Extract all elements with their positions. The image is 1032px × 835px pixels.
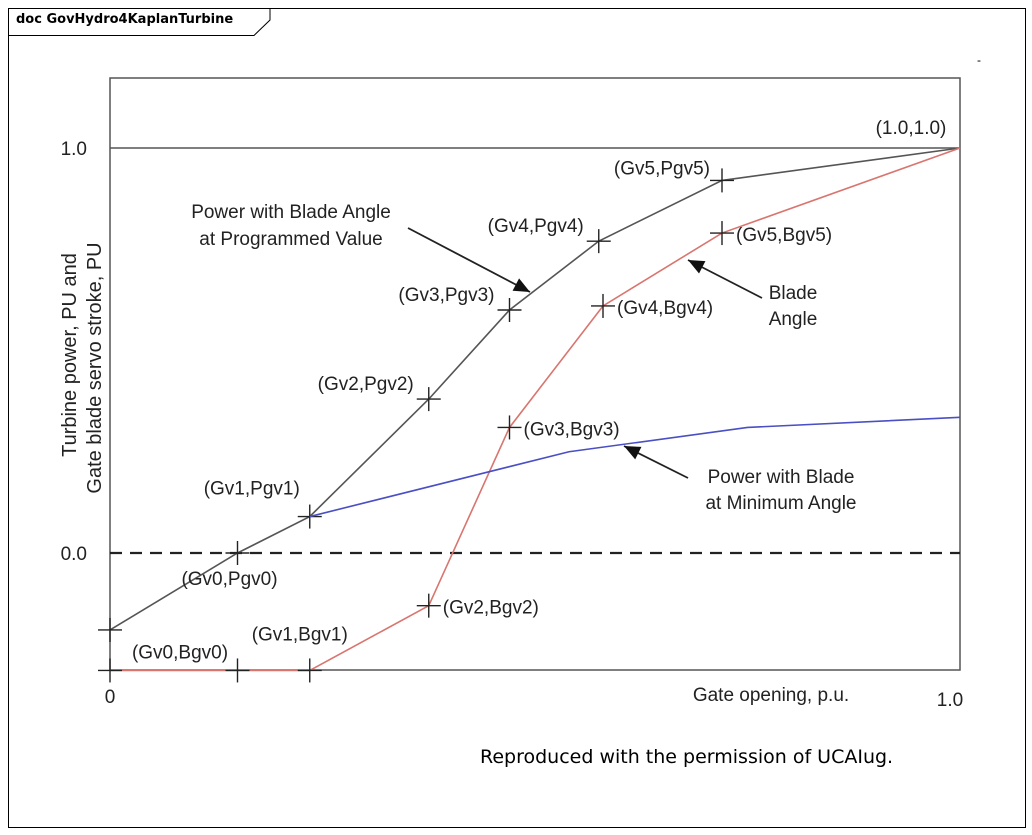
point-label-blade_angle-4: (Gv3,Bgv3) [524,419,620,440]
y-tick-label-0: 0.0 [61,544,87,565]
x-tick-label-0: 0 [105,687,116,708]
annotation-blade-angle-line1: Blade [769,283,818,304]
annotation-power-programmed-line2: at Programmed Value [199,229,382,250]
point-label-power_programmed-6: (Gv5,Pgv5) [614,158,710,179]
series-blade_angle-marker-0 [98,658,122,683]
series-power_programmed-marker-5 [586,229,611,254]
point-label-power_programmed-5: (Gv4,Pgv4) [488,216,584,237]
point-label-power_programmed-1: (Gv0,Pgv0) [181,569,277,590]
series-power_programmed-marker-4 [497,298,522,322]
series-blade_angle-marker-2 [297,658,322,683]
point-label-blade_angle-3: (Gv2,Bgv2) [443,598,539,619]
point-label-blade_angle-0: (Gv0,Bgv0) [132,642,228,663]
y-tick-label-1: 1.0 [61,139,87,160]
point-label-blade_angle-5: (Gv4,Bgv4) [617,298,713,319]
annotation-arrow-programmed [407,227,531,293]
series-blade_angle-marker-1 [225,658,250,683]
series-blade_angle-marker-6 [710,221,734,246]
annotation-power-programmed: Power with Blade Angle at Programmed Val… [191,202,531,293]
series-layer [98,147,961,683]
frame-title: doc GovHydro4KaplanTurbine [16,12,234,27]
series-power_programmed-marker-1 [225,541,250,565]
y-axis-label-line1: Turbine power, PU and [59,253,81,457]
annotation-arrowhead-programmed [512,278,530,292]
series-power_programmed-line [109,147,961,631]
plot-area [109,77,961,671]
annotation-blade-angle-line2: Angle [769,309,818,330]
series-blade_angle-marker-4 [497,415,522,440]
series-power_programmed-marker-3 [416,387,441,412]
x-axis-label: Gate opening, p.u. [693,685,849,706]
permission-caption: Reproduced with the permission of UCAIug… [480,746,894,768]
point-labels: (Gv0,Pgv0) (Gv1,Pgv1) (Gv2,Pgv2) (Gv3,Pgv3)… [132,158,832,663]
annotation-power-programmed-line1: Power with Blade Angle [191,202,391,223]
point-label-blade_angle-2: (Gv1,Bgv1) [252,624,348,645]
y-axis-label-line2: Gate blade servo stroke, PU [84,242,106,493]
series-power_programmed-marker-0 [98,617,122,642]
point-label-blade_angle-6: (Gv5,Bgv5) [736,225,832,246]
plot-border [109,77,961,671]
series-power_programmed-marker-6 [710,168,734,193]
annotation-arrowhead-blade [688,260,706,274]
x-tick-label-1: 1.0 [937,690,963,711]
annotation-blade-angle: Blade Angle [687,259,818,330]
point-label-power_programmed-4: (Gv3,Pgv3) [398,285,494,306]
annotation-power-min-line1: Power with Blade [708,467,855,488]
annotation-power-min-line2: at Minimum Angle [705,493,856,514]
endpoint-label: (1.0,1.0) [876,118,947,139]
series-power_min_blade-line [309,416,961,518]
annotation-arrowhead-min [624,446,642,460]
series-blade_angle-line [110,147,961,672]
annotation-power-min-blade: Power with Blade at Minimum Angle [623,445,857,514]
diagram-frame [8,8,1026,828]
point-label-power_programmed-2: (Gv1,Pgv1) [204,479,300,500]
point-label-power_programmed-3: (Gv2,Pgv2) [318,374,414,395]
frame-title-tab [8,8,271,36]
series-blade_angle-marker-3 [416,593,441,618]
series-blade_angle-marker-5 [591,293,615,318]
corner-mark: - [977,53,981,67]
